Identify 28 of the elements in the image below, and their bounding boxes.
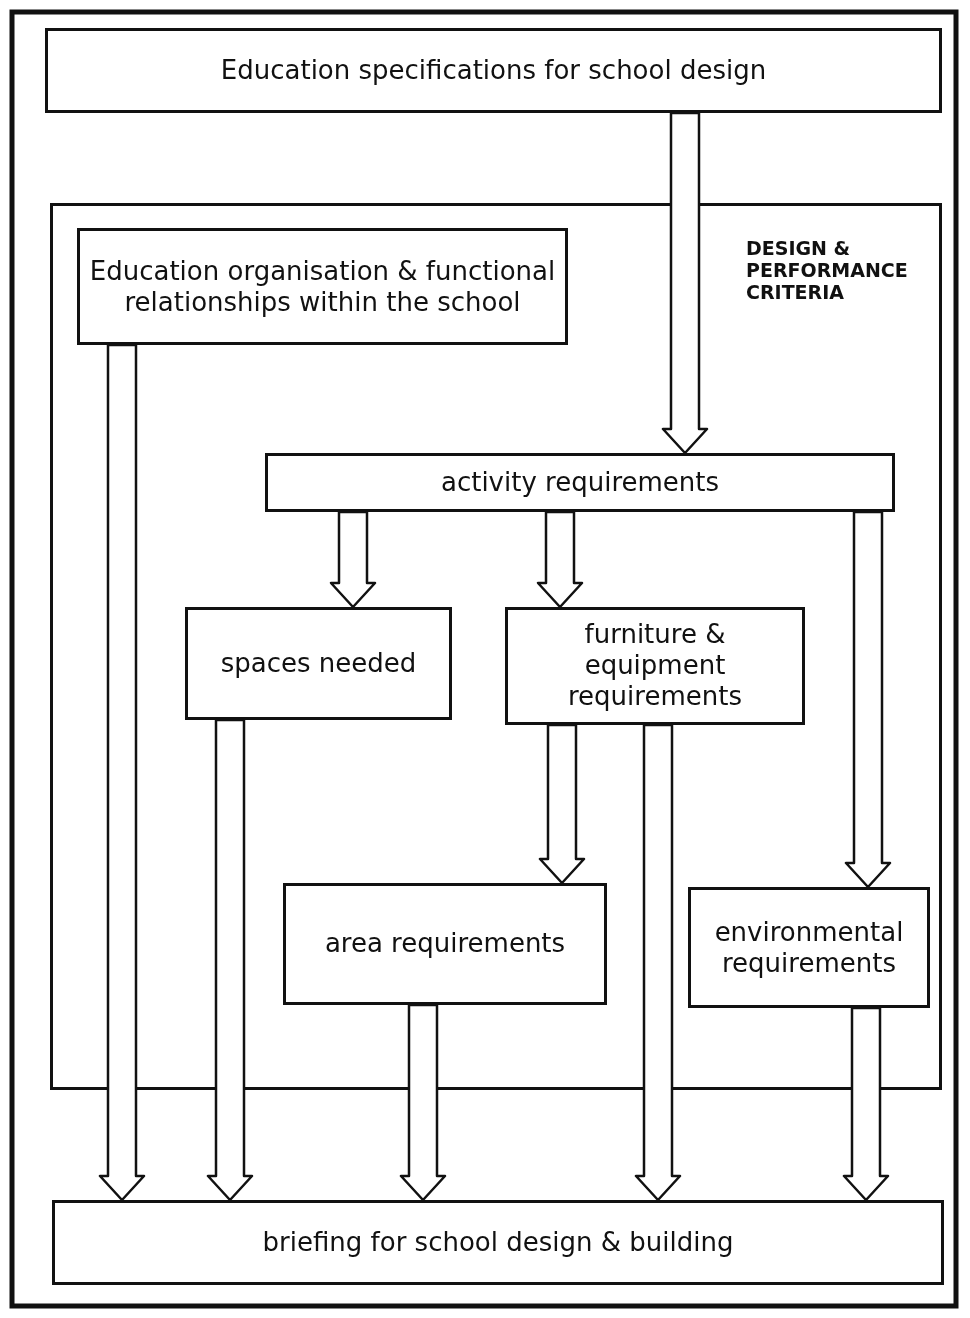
panel-heading: DESIGN & PERFORMANCE CRITERIA xyxy=(746,238,909,304)
box-label: spaces needed xyxy=(219,647,418,680)
process-box xyxy=(505,607,805,725)
hollow-arrow xyxy=(536,510,584,609)
process-box xyxy=(52,1200,944,1285)
box-label: area requirements xyxy=(323,928,567,960)
process-box xyxy=(265,453,895,512)
process-box xyxy=(283,883,607,1005)
hollow-arrow xyxy=(634,723,682,1202)
box-label: furniture & equipment requirements xyxy=(567,619,743,713)
group-panel xyxy=(50,203,942,1090)
hollow-arrow xyxy=(399,1003,447,1202)
hollow-arrow xyxy=(206,718,254,1202)
process-box xyxy=(185,607,452,720)
process-box xyxy=(688,887,930,1008)
hollow-arrow xyxy=(98,343,146,1202)
box-label: environmental requirements xyxy=(713,916,905,979)
box-label: Education organisation & functional relationships within the school xyxy=(88,255,557,318)
box-label: Education specifications for school design xyxy=(219,54,768,87)
hollow-arrow xyxy=(329,510,377,609)
process-box xyxy=(77,228,568,345)
box-label: activity requirements xyxy=(439,466,721,499)
hollow-arrow xyxy=(661,111,709,455)
hollow-arrow xyxy=(844,510,892,889)
hollow-arrow xyxy=(842,1006,890,1202)
process-box xyxy=(45,28,942,113)
box-label: briefing for school design & building xyxy=(261,1226,735,1259)
hollow-arrow xyxy=(538,723,586,885)
